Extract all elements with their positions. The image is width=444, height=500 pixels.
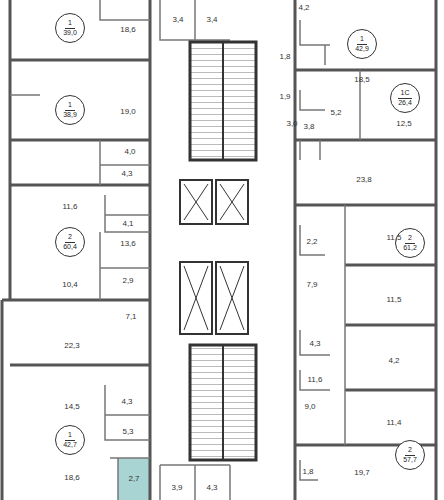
- room-area: 1,8: [279, 53, 290, 61]
- room-area: 2,2: [306, 238, 317, 246]
- room-area: 4,2: [388, 357, 399, 365]
- room-area: 3,0: [286, 120, 297, 128]
- room-area: 18,6: [120, 26, 136, 34]
- room-area: 18,6: [64, 474, 80, 482]
- room-area: 2,9: [122, 277, 133, 285]
- room-area: 4,3: [121, 170, 132, 178]
- room-area: 4,1: [122, 220, 133, 228]
- apartment-marker: 139,0: [55, 13, 85, 43]
- room-count: 2: [405, 234, 415, 243]
- room-area: 3,8: [303, 123, 314, 131]
- room-area: 18,5: [354, 76, 370, 84]
- room-area: 14,5: [64, 403, 80, 411]
- room-area: 1,8: [302, 468, 313, 476]
- room-area: 10,4: [62, 281, 78, 289]
- room-area: 11,4: [387, 419, 402, 427]
- room-area: 5,2: [330, 109, 341, 117]
- stair-core: [190, 42, 256, 460]
- room-area: 4,2: [298, 4, 309, 12]
- apartment-area: 26,4: [398, 99, 412, 107]
- room-area: 11,5: [387, 234, 402, 242]
- apartment-marker: 1С26,4: [390, 83, 420, 113]
- room-area: 5,3: [122, 428, 133, 436]
- room-area: 2,7: [128, 475, 139, 483]
- room-area: 12,5: [396, 120, 412, 128]
- room-count: 1: [357, 35, 367, 44]
- apartment-marker: 138,9: [55, 95, 85, 125]
- apartment-area: 60,4: [63, 243, 77, 251]
- room-area: 3,9: [171, 484, 182, 492]
- room-area: 9,0: [304, 403, 315, 411]
- room-area: 19,7: [354, 469, 370, 477]
- room-area: 7,9: [306, 281, 317, 289]
- elevators: [180, 180, 248, 334]
- room-area: 13,6: [120, 240, 136, 248]
- room-area: 19,0: [120, 108, 136, 116]
- partitions: [10, 0, 360, 500]
- room-area: 4,3: [309, 340, 320, 348]
- room-area: 4,0: [124, 148, 135, 156]
- apartment-area: 42,9: [355, 45, 369, 53]
- apartment-area: 42,7: [63, 441, 77, 449]
- apartment-marker: 142,7: [55, 425, 85, 455]
- room-area: 3,4: [206, 16, 217, 24]
- room-area: 3,4: [172, 16, 183, 24]
- room-count: 2: [65, 233, 75, 242]
- room-area: 11,5: [387, 296, 402, 304]
- room-area: 1,9: [279, 93, 290, 101]
- apartment-marker: 260,4: [55, 227, 85, 257]
- room-count: 1С: [398, 89, 413, 98]
- room-area: 7,1: [125, 313, 136, 321]
- room-area: 22,3: [64, 342, 80, 350]
- apartment-marker: 261,2: [395, 228, 425, 258]
- room-count: 1: [65, 431, 75, 440]
- apartment-area: 57,7: [403, 456, 417, 464]
- room-count: 1: [65, 19, 75, 28]
- room-area: 23,8: [356, 176, 372, 184]
- room-count: 1: [65, 101, 75, 110]
- walls: [2, 0, 436, 500]
- apartment-marker: 257,7: [395, 440, 425, 470]
- apartment-area: 38,9: [63, 111, 77, 119]
- highlight-room: [118, 458, 150, 500]
- room-area: 4,3: [121, 398, 132, 406]
- room-area: 11,6: [63, 203, 78, 211]
- apartment-marker: 142,9: [347, 29, 377, 59]
- apartment-area: 39,0: [63, 29, 77, 37]
- room-count: 2: [405, 446, 415, 455]
- apartment-area: 61,2: [403, 244, 417, 252]
- room-area: 4,3: [206, 484, 217, 492]
- room-area: 11,6: [308, 376, 323, 384]
